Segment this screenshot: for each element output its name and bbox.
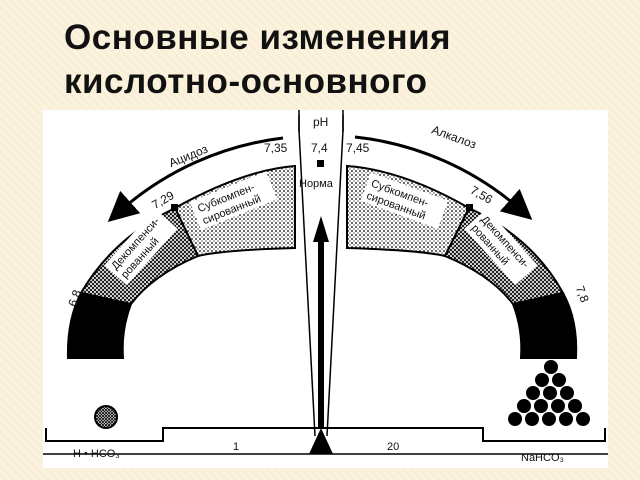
diagram-svg: Субкомпен- сированный Субкомпен- сирован…: [43, 110, 608, 464]
right-decomp-label-box: [464, 208, 538, 286]
right-end-segment: [511, 291, 578, 359]
right-ratio-label: 20: [387, 441, 399, 453]
slide-title: Основные изменения кислотно-основного: [64, 16, 624, 104]
right-weight-label: NaHCO₃: [521, 452, 564, 464]
left-weight-ball: [94, 405, 118, 429]
alk-end-label: 7,8: [573, 284, 592, 305]
balance-beam: [45, 427, 606, 442]
indicator-needle: [313, 216, 329, 428]
title-line-2: кислотно-основного: [64, 62, 428, 101]
title-line-1: Основные изменения: [64, 18, 452, 57]
right-weight-pyramid: [508, 360, 590, 426]
left-end-segment: [66, 291, 133, 359]
normal-point-marker: [317, 160, 324, 167]
alkalosis-arc-arrow: [354, 135, 533, 220]
right-boundary-dot: [466, 204, 473, 211]
left-subcomp-label-box: [189, 171, 278, 230]
left-weight-label: H • HCO₃: [73, 448, 120, 460]
acid-end-label: 6,8: [65, 288, 84, 309]
ph-label: pH: [313, 115, 328, 129]
alkalosis-label: Алкалоз: [430, 123, 479, 152]
right-subcomp-label-box: [360, 172, 449, 229]
left-boundary-dot: [171, 204, 178, 211]
balance-pivot: [309, 428, 333, 454]
normal-label: Норма: [299, 178, 334, 190]
normal-value-label: 7,4: [311, 141, 328, 155]
alk-sub-bound-label: 7,45: [346, 141, 370, 155]
acid-sub-bound-label: 7,35: [264, 141, 288, 155]
left-decomp-label-box: [104, 208, 178, 286]
acidosis-arc-arrow: [107, 136, 284, 222]
acid-base-diagram: Субкомпен- сированный Субкомпен- сирован…: [43, 110, 608, 468]
left-ratio-label: 1: [233, 441, 239, 453]
